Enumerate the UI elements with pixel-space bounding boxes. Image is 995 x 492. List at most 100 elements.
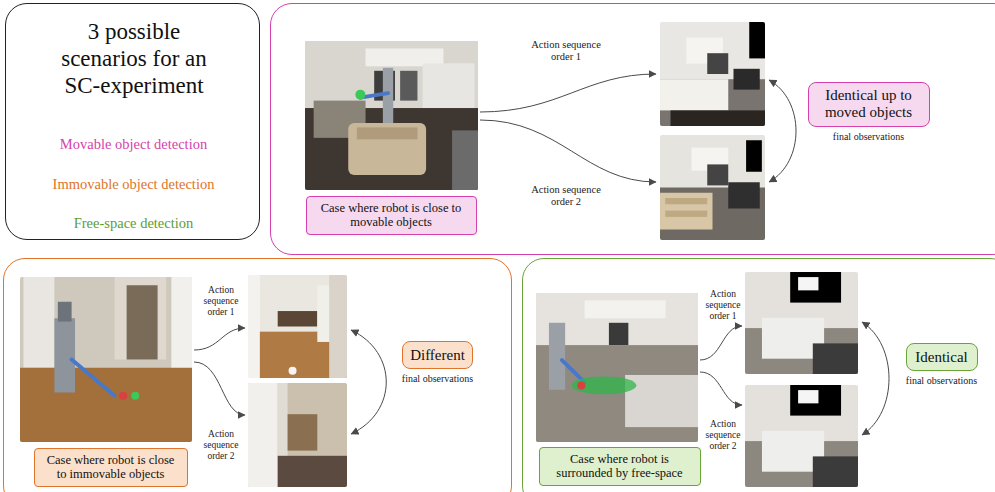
photo-detail (665, 211, 707, 217)
scenario-label: Immovable object detection (16, 176, 251, 193)
photo-ground (745, 272, 858, 374)
scene-photo (745, 272, 858, 374)
photo-detail (452, 130, 478, 190)
photo-detail (423, 63, 475, 108)
photo-ground (660, 22, 765, 126)
scenario-label: Free-space detection (16, 215, 251, 232)
photo-detail (58, 302, 72, 322)
text-slot: Action sequence order 2 (521, 184, 611, 209)
result-box: Identicalfinal observations (906, 343, 978, 372)
photo-detail (248, 275, 260, 378)
action-arrow (700, 372, 742, 405)
photo-detail (549, 323, 565, 390)
photo-detail (790, 385, 841, 416)
arrow-label: Action sequence order 2 (196, 429, 246, 463)
text-slot: Action sequence order 1 (521, 39, 611, 64)
compare-arrow (351, 330, 386, 434)
arrow-label: Action sequence order 1 (521, 39, 611, 64)
compare-arrow (769, 80, 796, 182)
photo-detail (707, 53, 728, 74)
photo-detail (278, 311, 318, 326)
result-box: Identical up to moved objectsfinal obser… (808, 82, 930, 127)
photo-detail (660, 193, 713, 230)
caption-text: Case where robot is close to movable obj… (313, 201, 470, 231)
photo-detail (609, 323, 628, 345)
caption-box: Case where robot is surrounded by free-s… (539, 447, 701, 487)
text-slot: final observations (363, 373, 512, 385)
scene-photo (745, 385, 858, 487)
scenario-label: Movable object detection (16, 136, 251, 153)
arrow-label: Action sequence order 1 (702, 289, 744, 323)
photo-ground (660, 135, 765, 240)
photo-ground (745, 385, 858, 487)
photo-detail (577, 381, 585, 389)
scenario-panel: Case where robot is close to movable obj… (270, 3, 995, 255)
photo-detail (248, 383, 278, 487)
photo-detail (660, 79, 728, 110)
photo-detail (400, 71, 417, 101)
photo-detail (329, 275, 347, 378)
scene-photo (660, 22, 765, 126)
arrow-label: Action sequence order 2 (702, 419, 744, 453)
photo-detail (572, 376, 637, 394)
action-arrow (480, 120, 656, 182)
scenario-panel: Case where robot is close to immovable o… (3, 258, 512, 492)
text-slot: Free-space detection (16, 215, 251, 232)
legend-panel: 3 possible scenarios for an SC-experimen… (5, 3, 260, 240)
photo-ground (536, 293, 698, 442)
caption-box: Case where robot is close to movable obj… (306, 196, 477, 236)
text-slot: Action sequence order 2 (196, 429, 246, 463)
photo-detail (119, 392, 127, 400)
photo-detail (790, 272, 841, 303)
photo-detail (23, 277, 54, 368)
photo-detail (734, 69, 760, 90)
photo-detail (72, 360, 115, 396)
caption-text: Case where robot is surrounded by free-s… (546, 452, 694, 482)
photo-detail (707, 164, 728, 185)
photo-detail (127, 285, 158, 359)
photo-detail (671, 110, 766, 126)
photo-detail (171, 277, 192, 376)
note-text: final observations (363, 373, 512, 385)
photo-detail (813, 456, 858, 487)
photo-detail (131, 392, 139, 400)
photo-detail (798, 277, 818, 290)
photo-ground (248, 275, 347, 378)
photo-ground (248, 383, 347, 487)
photo-detail (115, 277, 167, 360)
photo-detail (288, 414, 318, 450)
photo-detail (746, 140, 762, 172)
photo-detail (383, 68, 393, 128)
result-label: Different (410, 347, 465, 365)
note-text: final observations (867, 375, 995, 387)
scene-photo (248, 275, 347, 378)
photo-detail (348, 123, 426, 175)
photo-detail (665, 198, 707, 204)
photo-detail (813, 343, 858, 374)
text-slot: Action sequence order 1 (196, 285, 246, 319)
text-slot: Action sequence order 2 (702, 419, 744, 453)
text-slot: Movable object detection (16, 136, 251, 153)
arrow-label: Action sequence order 1 (196, 285, 246, 319)
text-slot: Immovable object detection (16, 176, 251, 193)
photo-detail (289, 367, 297, 375)
result-box: Differentfinal observations (402, 341, 473, 370)
action-arrow (700, 326, 742, 360)
result-label: Identical up to moved objects (815, 87, 923, 122)
arrow-label: Action sequence order 2 (521, 184, 611, 209)
photo-detail (357, 127, 418, 139)
photo-detail (749, 22, 765, 58)
text-slot: Action sequence order 1 (702, 289, 744, 323)
action-arrow (194, 328, 245, 350)
result-label: Identical (915, 349, 967, 367)
photo-detail (798, 390, 818, 403)
photo-detail (278, 456, 347, 487)
action-arrow (480, 74, 656, 112)
scene-photo (20, 277, 192, 442)
scenario-panel: Case where robot is surrounded by free-s… (522, 258, 995, 492)
photo-detail (54, 318, 75, 392)
photo-detail (585, 300, 666, 318)
photo-detail (728, 182, 760, 208)
note-text: final observations (769, 131, 969, 143)
